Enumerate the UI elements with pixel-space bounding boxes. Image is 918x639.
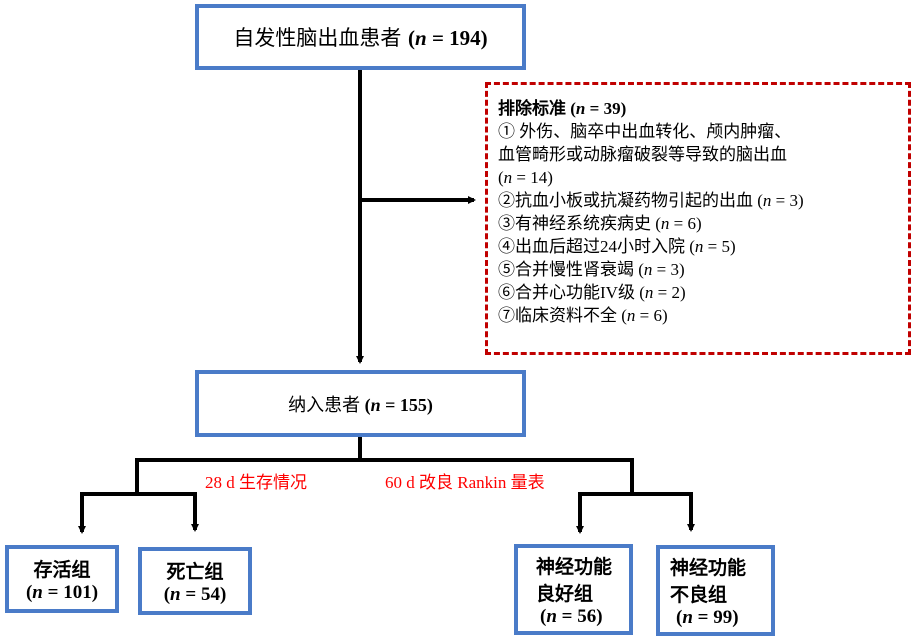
group-box-good-outcome: 神经功能 良好组 (n = 56) [514,544,633,635]
exclusion-item: ⑦临床资料不全 (n = 6) [498,306,668,325]
exclusion-criteria-box: 排除标准 (n = 39) ① 外伤、脑卒中出血转化、颅内肿瘤、 血管畸形或动脉… [485,82,911,355]
included-patients-count: 155 [399,394,427,415]
right-split [578,492,695,532]
exclusion-item: ⑥合并心功能IV级 (n = 2) [498,283,686,302]
left-split [80,492,199,532]
exclusion-item: ②抗血小板或抗凝药物引起的出血 (n = 3) [498,191,804,210]
included-patients-box: 纳入患者 (n = 155) [195,370,526,437]
branch-label-survival: 28 d 生存情况 [205,473,307,492]
exclusion-item-cont: 血管畸形或动脉瘤破裂等导致的脑出血 [498,145,787,164]
exclusion-item: ④出血后超过24小时入院 (n = 5) [498,237,736,256]
exclusion-title: 排除标准 (n = 39) [498,99,627,118]
included-patients-label: 纳入患者 [288,394,361,415]
exclusion-item: ⑤合并慢性肾衰竭 (n = 3) [498,260,685,279]
exclusion-item: ③有神经系统疾病史 (n = 6) [498,214,702,233]
group-box-poor-outcome: 神经功能 不良组 (n = 99) [656,545,775,636]
branch-bar [135,458,634,495]
total-patients-box: 自发性脑出血患者 (n = 194) [195,4,526,70]
group-box-death: 死亡组 (n = 54) [138,547,252,615]
total-patients-count: 194 [449,26,481,50]
total-patients-label: 自发性脑出血患者 [233,26,402,50]
branch-label-mrs: 60 d 改良 Rankin 量表 [385,473,545,492]
group-box-survival: 存活组 (n = 101) [5,545,119,613]
exclusion-item: ① 外伤、脑卒中出血转化、颅内肿瘤、 [498,122,792,141]
